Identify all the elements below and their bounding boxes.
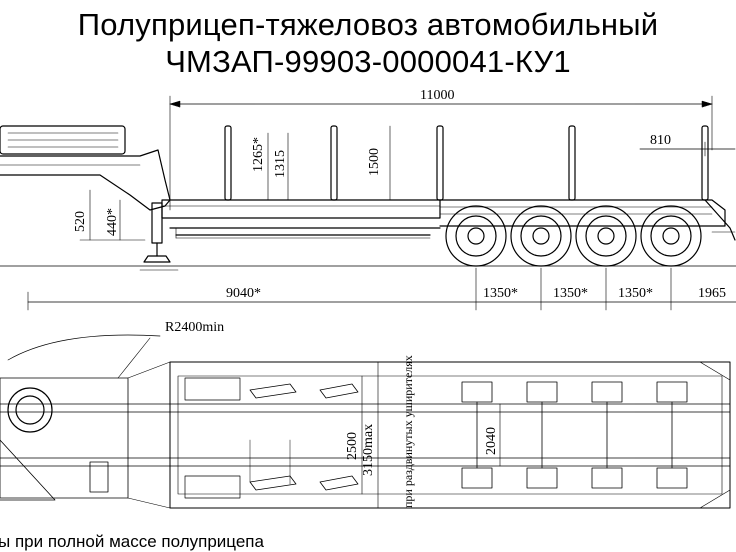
footnote-caption: ы при полной массе полуприцепа bbox=[0, 532, 264, 551]
spare-wheel bbox=[7, 387, 53, 433]
dim-axle-spacing-3: 1350* bbox=[618, 286, 653, 301]
dim-overall-length: 11000 bbox=[420, 88, 454, 103]
stakes bbox=[224, 125, 709, 201]
gooseneck-box bbox=[0, 125, 126, 155]
title-line-2: ЧМЗАП-99903-0000041-КУ1 bbox=[165, 44, 571, 79]
dim-deck-height: 440* bbox=[105, 208, 120, 236]
dim-max-width-note: при раздвинутых уширителях bbox=[401, 355, 415, 508]
dim-kingpin-to-axle: 9040* bbox=[226, 286, 261, 301]
dim-turn-radius: R2400min bbox=[165, 320, 224, 335]
top-view bbox=[0, 334, 731, 509]
title-line-1: Полуприцеп-тяжеловоз автомобильный bbox=[77, 7, 659, 42]
dim-stake-height-rear: 1500 bbox=[367, 148, 382, 176]
axle-units-top bbox=[461, 381, 688, 489]
wheels-side bbox=[445, 205, 702, 267]
side-view bbox=[0, 95, 736, 311]
dim-platform-width: 2500 bbox=[345, 432, 360, 460]
dim-fifth-wheel-height: 520 bbox=[73, 211, 88, 232]
dim-stake-spacing: 810 bbox=[650, 133, 671, 148]
dim-rear-overhang: 1965 bbox=[698, 286, 726, 301]
drawing-title: Полуприцеп-тяжеловоз автомобильный ЧМЗАП… bbox=[0, 6, 736, 80]
gooseneck bbox=[0, 149, 171, 211]
dim-axle-spacing-1: 1350* bbox=[483, 286, 518, 301]
dim-stake-height: 1265* bbox=[251, 137, 266, 172]
deck bbox=[161, 199, 441, 219]
dim-track-width: 2040 bbox=[484, 427, 499, 455]
dim-deck-to-stake-top: 1315 bbox=[273, 150, 288, 178]
rear-frame bbox=[439, 199, 726, 227]
dim-max-width: 3150max bbox=[361, 424, 376, 476]
dim-axle-spacing-2: 1350* bbox=[553, 286, 588, 301]
